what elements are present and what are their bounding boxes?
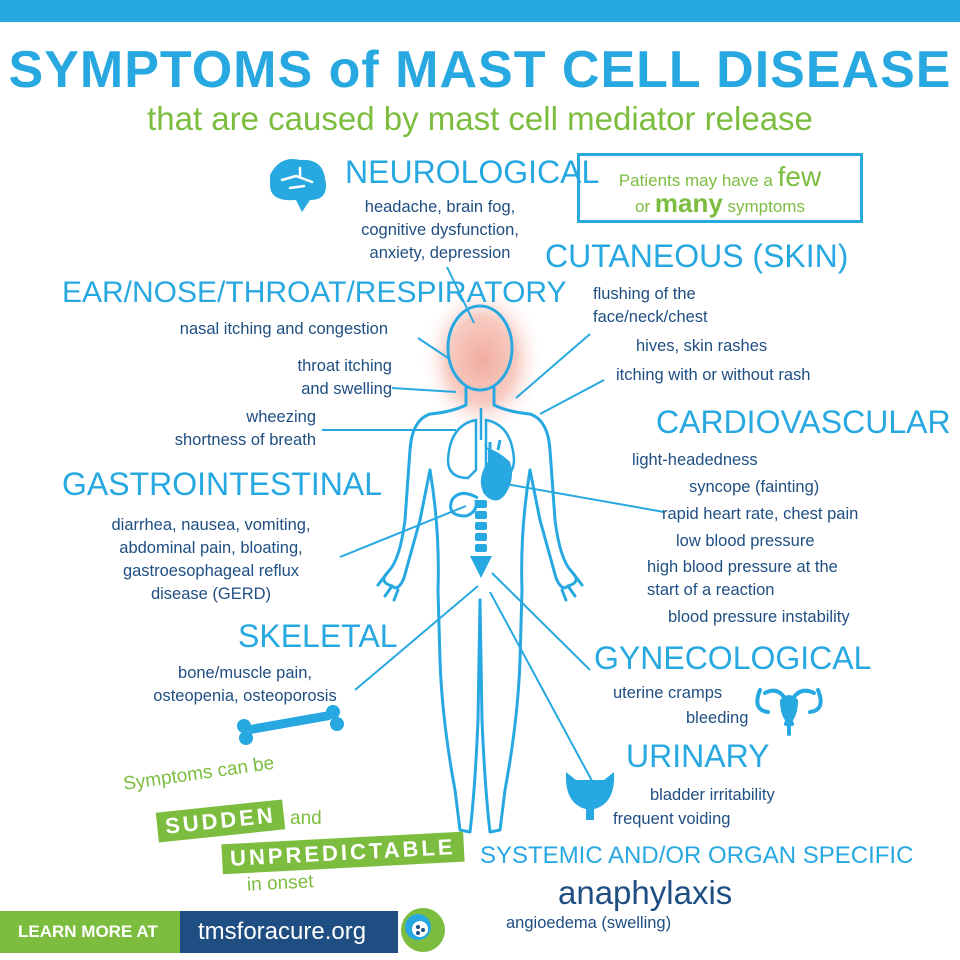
cutaneous-line-2: face/neck/chest [593,308,708,326]
note-text: symptoms [727,197,805,216]
note-few: few [777,161,822,192]
ent-line-4: wheezing [246,408,316,426]
ent-line-1: nasal itching and congestion [179,320,388,338]
symptom-line: diarrhea, nausea, vomiting, [111,516,311,534]
ent-line-5: shortness of breath [174,431,316,449]
cutaneous-line-3: hives, skin rashes [636,337,768,355]
bone-icon [237,705,344,745]
symptom-line: bone/muscle pain, [178,664,312,682]
category-skeletal-title: SKELETAL [238,618,398,654]
category-urinary-title: URINARY [626,738,770,774]
note-text: or [635,197,651,216]
hands-logo-icon [401,908,445,952]
spine-icon [470,500,492,578]
category-cardio-title: CARDIOVASCULAR [656,404,951,440]
note-many: many [654,188,723,218]
cutaneous-line-1: flushing of the [593,285,696,303]
brain-icon [270,159,326,212]
symptom-line: disease (GERD) [150,585,272,603]
urinary-line-2: frequent voiding [613,810,731,828]
cutaneous-line-4: itching with or without rash [616,366,811,384]
symptom-line: headache, brain fog, [364,198,516,216]
symptom-line: cognitive dysfunction, [361,221,519,239]
bladder-icon [565,772,615,820]
stomach-icon [449,492,479,518]
ent-line-3: and swelling [301,380,392,398]
flush-area [420,282,544,438]
symptom-line: abdominal pain, bloating, [119,539,303,557]
skeletal-text: bone/muscle pain, osteopenia, osteoporos… [130,662,360,708]
note-text: Patients may have a [618,171,773,190]
systemic-line: angioedema (swelling) [506,914,672,932]
cardio-line-1: light-headedness [632,451,758,469]
cardio-line-3: rapid heart rate, chest pain [662,505,859,523]
category-gyn-title: GYNECOLOGICAL [594,640,872,676]
symptom-line: anxiety, depression [369,244,511,262]
cardio-line-7: blood pressure instability [668,608,850,626]
ent-line-2: throat itching [297,357,392,375]
callout-and: and [290,808,322,829]
urinary-line-1: bladder irritability [650,786,775,804]
gyn-line-2: bleeding [686,709,749,727]
category-ent-title: EAR/NOSE/THROAT/RESPIRATORY [62,276,567,309]
category-gi-title: GASTROINTESTINAL [62,466,383,502]
neurological-text: headache, brain fog, cognitive dysfuncti… [340,196,540,265]
cardio-line-2: syncope (fainting) [689,478,820,496]
body-outline [376,304,584,834]
anaphylaxis-label: anaphylaxis [558,874,733,911]
gi-text: diarrhea, nausea, vomiting, abdominal pa… [86,514,336,606]
callout-onset: in onset [246,871,315,896]
category-systemic-title: SYSTEMIC AND/OR ORGAN SPECIFIC [480,842,914,869]
heart-icon [480,444,512,501]
symptom-line: gastroesophageal reflux [122,562,300,580]
pointer-lines [322,266,665,793]
patients-note-box: Patients may have a few or many symptoms [577,153,863,223]
page-subtitle: that are caused by mast cell mediator re… [147,100,813,137]
gyn-line-1: uterine cramps [613,684,723,702]
page-title: SYMPTOMS of MAST CELL DISEASE [8,41,952,99]
category-cutaneous-title: CUTANEOUS (SKIN) [545,238,849,274]
cardio-line-4: low blood pressure [676,532,815,550]
cardio-line-5: high blood pressure at the [647,558,838,576]
category-neurological-title: NEUROLOGICAL [345,154,600,190]
symptom-line: osteopenia, osteoporosis [153,687,337,705]
cardio-line-6: start of a reaction [647,581,775,599]
learn-more-banner: LEARN MORE AT [0,911,185,953]
website-link[interactable]: tmsforacure.org [180,911,398,953]
top-bar [0,0,960,22]
